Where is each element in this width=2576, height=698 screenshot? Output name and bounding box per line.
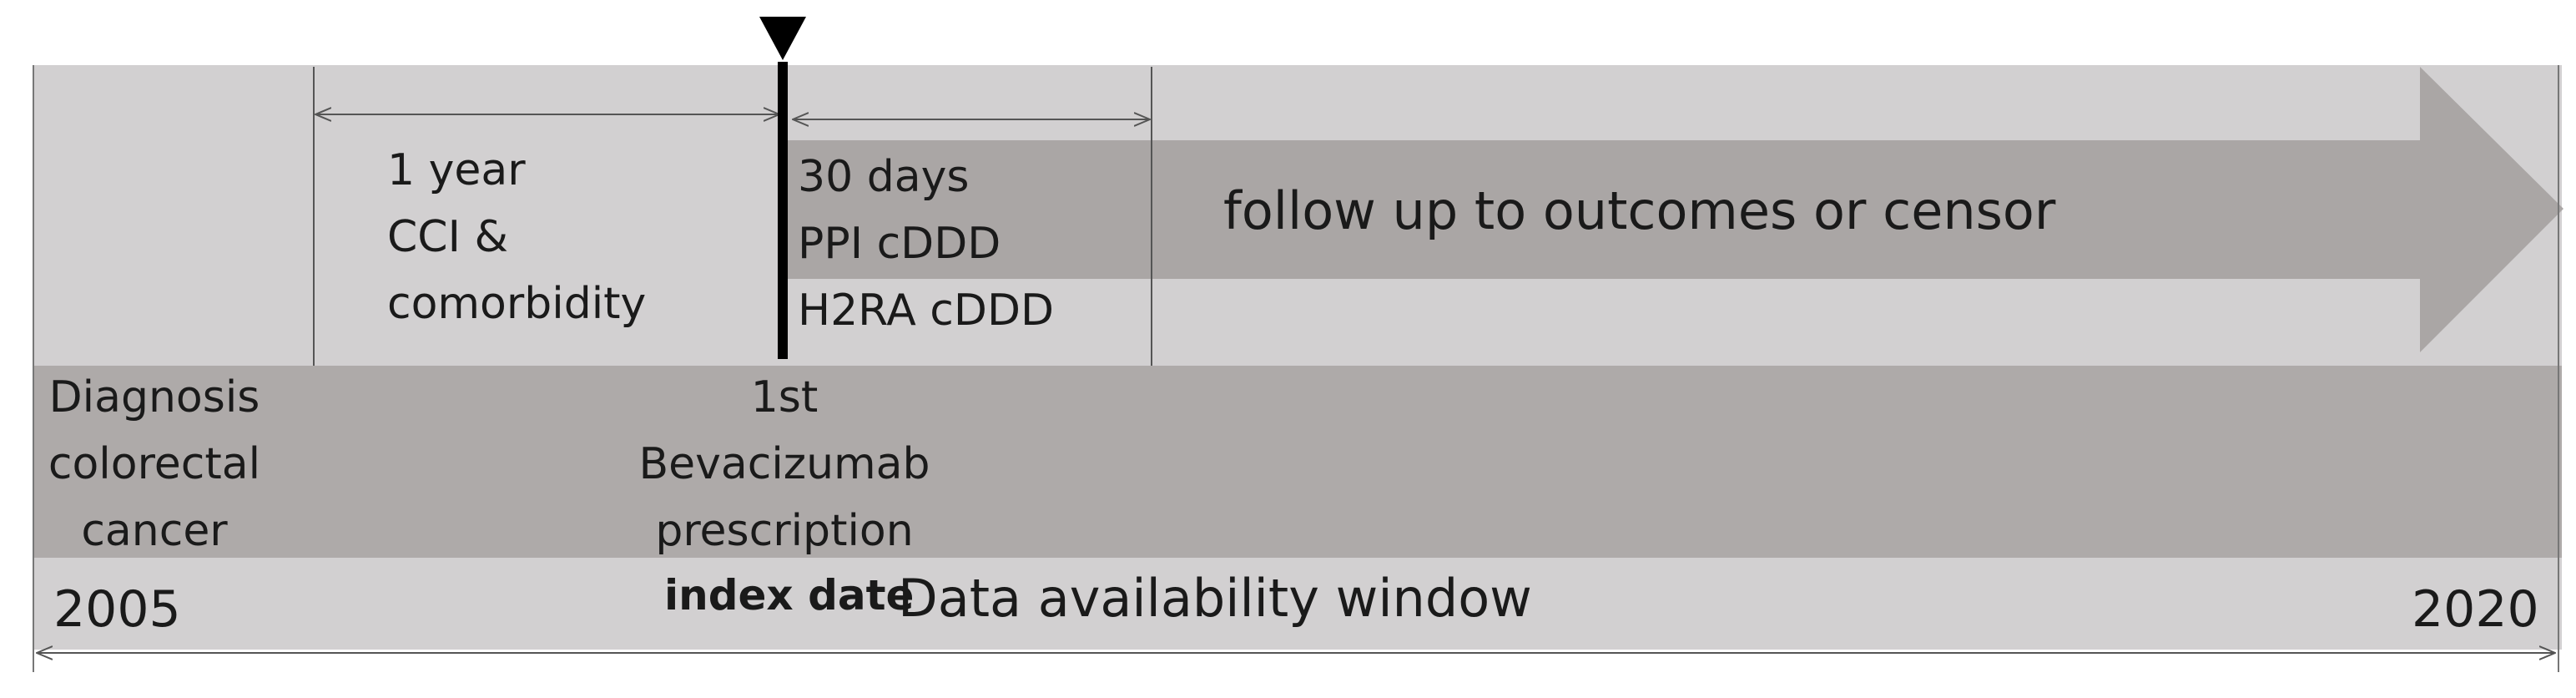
follow-up-label: follow up to outcomes or censor — [1223, 180, 2056, 241]
index-date-label: index date — [664, 571, 915, 620]
baseline-cci-label: CCI & — [387, 212, 509, 262]
diagnosis-line-3: cancer — [81, 506, 228, 556]
data-window-band — [33, 558, 2562, 650]
prescription-line-2: Bevacizumab — [638, 439, 930, 489]
baseline-comorbidity-label: comorbidity — [387, 279, 647, 329]
exposure-h2ra-label: H2RA cDDD — [798, 286, 1055, 336]
baseline-duration-label: 1 year — [387, 145, 526, 195]
diagnosis-line-1: Diagnosis — [48, 372, 260, 422]
middle-band — [33, 366, 2562, 558]
prescription-line-3: prescription — [655, 506, 914, 556]
follow-up-arrow — [784, 67, 2563, 352]
diagnosis-line-2: colorectal — [48, 439, 261, 489]
data-window-label: Data availability window — [898, 568, 1532, 629]
exposure-ppi-label: PPI cDDD — [798, 219, 1001, 269]
index-date-triangle — [759, 17, 806, 60]
start-year-label: 2005 — [53, 580, 181, 639]
exposure-duration-label: 30 days — [798, 152, 970, 202]
prescription-line-1: 1st — [750, 372, 819, 422]
end-year-label: 2020 — [2412, 580, 2539, 639]
